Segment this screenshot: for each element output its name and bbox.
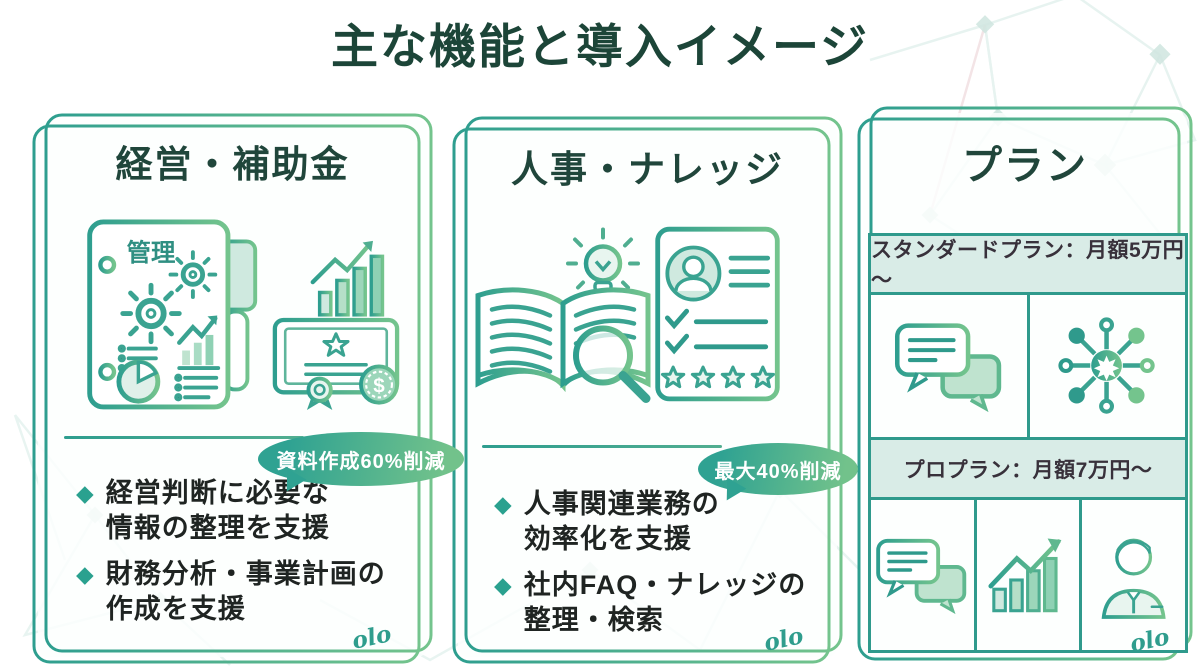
list-item: ◆ 財務分析・事業計画の 作成を支援 bbox=[76, 557, 386, 627]
diamond-bullet-icon: ◆ bbox=[494, 491, 512, 517]
panel-title-management: 経営・補助金 bbox=[115, 144, 350, 185]
diamond-bullet-icon: ◆ bbox=[76, 561, 94, 587]
chat-bubbles-icon bbox=[876, 538, 967, 615]
table-cell bbox=[871, 295, 1030, 437]
list-item: ◆ 人事関連業務の 効率化を支援 bbox=[494, 487, 806, 557]
reduction-badge-documents: 資料作成60%削減 bbox=[258, 432, 464, 486]
standard-plan-icon-row bbox=[871, 295, 1185, 440]
binder-label-text: 管理 bbox=[127, 239, 176, 267]
consultant-icon bbox=[1101, 538, 1166, 619]
diamond-bullet-icon: ◆ bbox=[76, 480, 94, 506]
certificate-award-icon: $ bbox=[272, 240, 400, 411]
panel-plans: プラン スタンダードプラン：月額5万円～ bbox=[855, 105, 1195, 662]
network-hub-icon bbox=[1058, 317, 1155, 414]
chat-bubbles-icon bbox=[894, 323, 1001, 413]
panel-hr-knowledge: 人事・ナレッジ bbox=[450, 115, 858, 665]
knowledge-book-icon bbox=[475, 227, 651, 403]
table-cell bbox=[1082, 500, 1185, 650]
feature-bullet-list: ◆ 経営判断に必要な 情報の整理を支援 ◆ 財務分析・事業計画の 作成を支援 bbox=[76, 476, 386, 638]
management-binder-icon: 管理 bbox=[87, 219, 258, 410]
panel-title-plans: プラン bbox=[962, 144, 1088, 188]
feature-bullet-list: ◆ 人事関連業務の 効率化を支援 ◆ 社内FAQ・ナレッジの 整理・検索 bbox=[494, 487, 806, 649]
decorative-double-frame bbox=[452, 116, 843, 664]
table-cell bbox=[977, 500, 1083, 650]
pro-plan-icon-row bbox=[871, 500, 1185, 650]
table-cell bbox=[1030, 295, 1186, 437]
pro-plan-label: プロプラン：月額7万円～ bbox=[871, 440, 1185, 500]
panel-title-hr: 人事・ナレッジ bbox=[511, 149, 784, 190]
list-item: ◆ 社内FAQ・ナレッジの 整理・検索 bbox=[494, 568, 806, 638]
section-divider bbox=[64, 436, 304, 439]
plan-pricing-table: スタンダードプラン：月額5万円～ bbox=[868, 233, 1188, 653]
panel-management-subsidy: 経営・補助金 管理 bbox=[30, 112, 464, 665]
section-divider bbox=[482, 445, 722, 448]
growth-chart-icon bbox=[987, 538, 1070, 613]
coin-dollar-text: $ bbox=[373, 374, 385, 397]
standard-plan-label: スタンダードプラン：月額5万円～ bbox=[871, 236, 1185, 295]
badge-text: 最大40%削減 bbox=[714, 460, 842, 483]
page-title: 主な機能と導入イメージ bbox=[330, 20, 870, 73]
decorative-double-frame bbox=[32, 113, 433, 664]
diamond-bullet-icon: ◆ bbox=[494, 572, 512, 598]
list-item: ◆ 経営判断に必要な 情報の整理を支援 bbox=[76, 476, 386, 546]
resume-profile-icon bbox=[655, 226, 780, 402]
table-cell bbox=[871, 500, 977, 650]
reduction-badge-hr: 最大40%削減 bbox=[698, 443, 858, 495]
badge-text: 資料作成60%削減 bbox=[276, 450, 446, 473]
